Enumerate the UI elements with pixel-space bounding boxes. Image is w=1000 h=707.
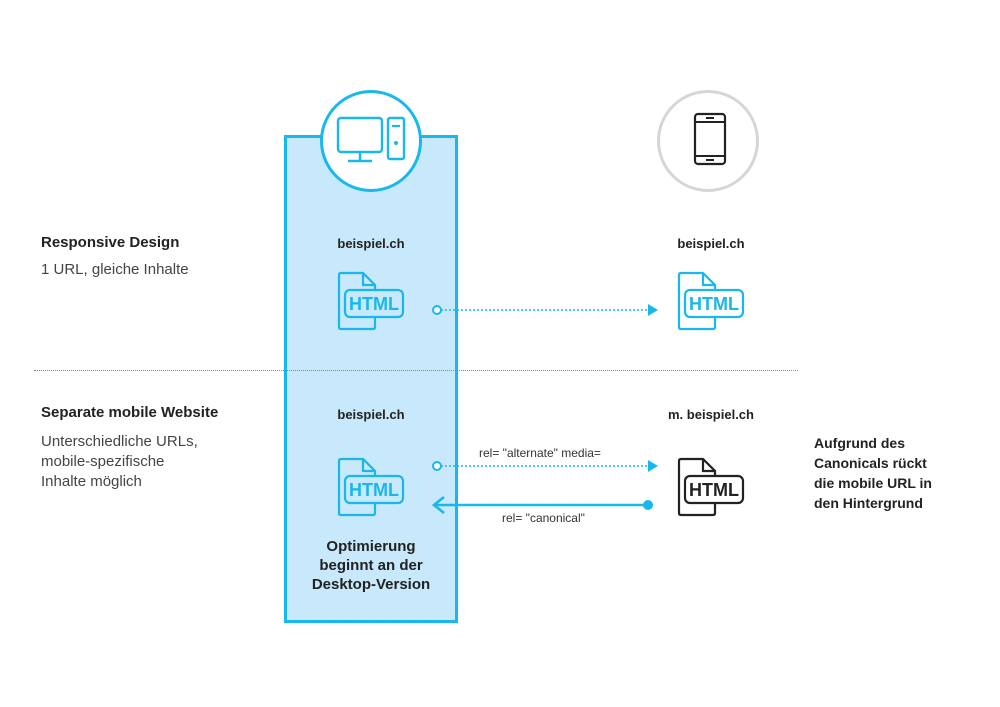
mobile-domain-responsive: beispiel.ch xyxy=(677,236,745,251)
canonical-label: rel= "canonical" xyxy=(502,511,585,525)
section-desc-separate-line-2: mobile-spezifische xyxy=(41,453,165,470)
html-file-icon: HTML xyxy=(677,457,745,517)
desktop-note-line-3: Desktop-Version xyxy=(311,576,431,593)
desktop-domain-responsive: beispiel.ch xyxy=(337,236,405,251)
html-file-icon: HTML xyxy=(337,271,405,331)
svg-text:HTML: HTML xyxy=(689,480,739,500)
canonical-note-line-3: die mobile URL in xyxy=(814,475,932,491)
section-divider xyxy=(34,370,798,371)
html-file-icon: HTML xyxy=(337,457,405,517)
svg-text:HTML: HTML xyxy=(349,294,399,314)
canonical-arrow xyxy=(431,495,653,515)
section-desc-responsive: 1 URL, gleiche Inhalte xyxy=(41,261,189,278)
desktop-note-line-2: beginnt an der xyxy=(319,557,423,574)
alternate-label: rel= "alternate" media= xyxy=(479,446,601,460)
section-title-responsive: Responsive Design xyxy=(41,234,180,251)
mobile-device-badge xyxy=(657,90,759,192)
desktop-note: Optimierung beginnt an der Desktop-Versi… xyxy=(284,537,458,594)
section-desc-separate-line-1: Unterschiedliche URLs, xyxy=(41,433,198,450)
canonical-note-line-1: Aufgrund des xyxy=(814,435,905,451)
desktop-column xyxy=(284,135,458,623)
desktop-computer-icon xyxy=(336,116,406,163)
svg-text:HTML: HTML xyxy=(349,480,399,500)
responsive-arrow xyxy=(432,304,658,316)
smartphone-icon xyxy=(693,112,727,166)
html-file-icon: HTML xyxy=(677,271,745,331)
alternate-arrow xyxy=(432,460,658,472)
mobile-domain-separate: m. beispiel.ch xyxy=(668,407,754,422)
svg-text:HTML: HTML xyxy=(689,294,739,314)
section-title-separate: Separate mobile Website xyxy=(41,404,219,421)
desktop-note-line-1: Optimierung xyxy=(326,538,416,555)
section-desc-separate-line-3: Inhalte möglich xyxy=(41,473,142,490)
canonical-note-line-2: Canonicals rückt xyxy=(814,455,927,471)
canonical-note: Aufgrund des Canonicals rückt die mobile… xyxy=(814,433,932,513)
canonical-note-line-4: den Hintergrund xyxy=(814,495,923,511)
desktop-domain-separate: beispiel.ch xyxy=(337,407,405,422)
